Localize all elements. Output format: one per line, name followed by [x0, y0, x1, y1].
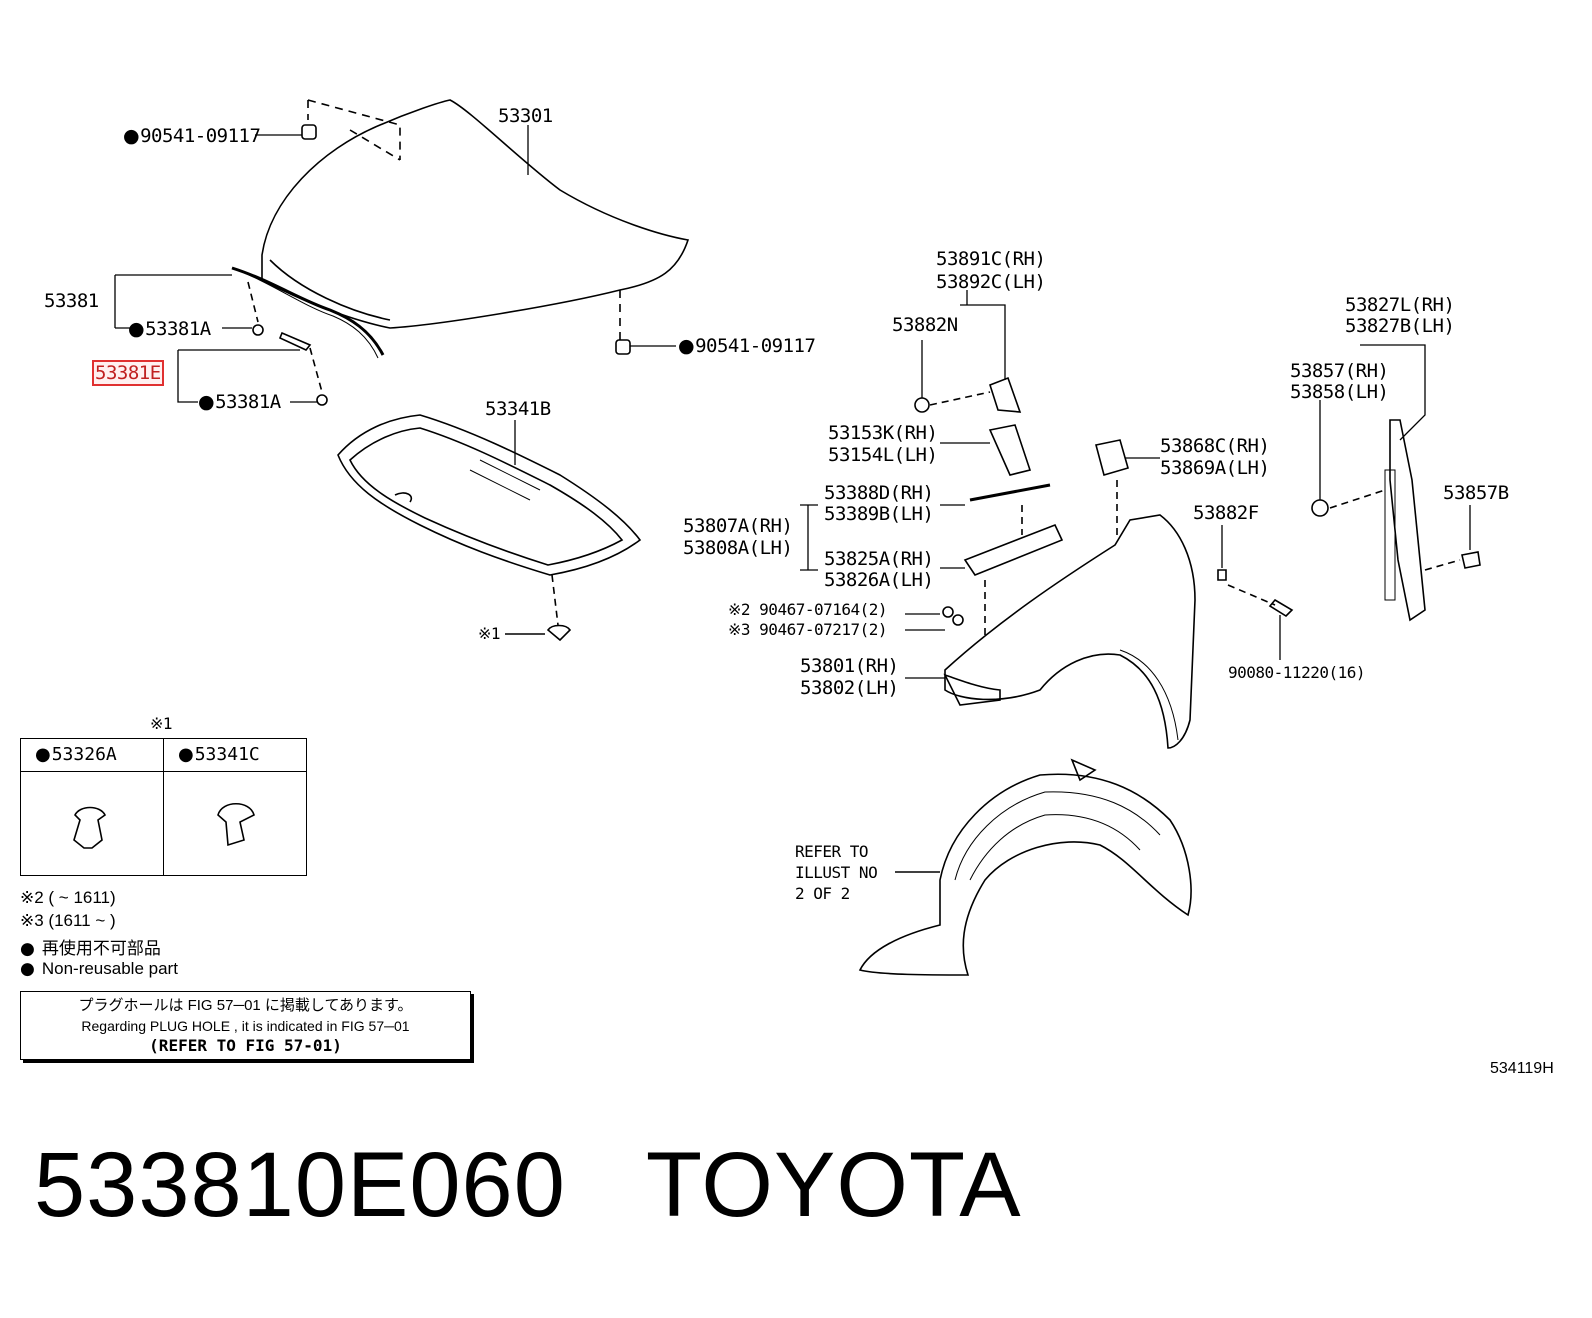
note-ref2: ※2 ( ~ 1611) [20, 888, 116, 907]
label-53869A: 53869A(LH) [1160, 457, 1270, 479]
legend-cell-header: 53341C [164, 739, 306, 772]
label-53827L: 53827L(RH) [1345, 294, 1455, 316]
label-53857: 53857(RH) [1290, 360, 1389, 382]
hood-insulator-drawing [337, 414, 642, 642]
hood-drawing [261, 99, 690, 340]
leader-lines-right [800, 290, 1471, 679]
illustration-code: 534119H [1490, 1060, 1554, 1077]
note-non-reusable-en: Non-reusable part [20, 959, 178, 979]
label-refer-to: REFER TO [795, 842, 869, 861]
label-90467-07164: ※2 90467-07164(2) [728, 600, 888, 619]
label-90467-07217: ※3 90467-07217(2) [728, 620, 888, 639]
label-text: 53381A [145, 318, 211, 340]
label-53381E-highlighted[interactable]: 53381E [92, 360, 164, 386]
label-53827B: 53827B(LH) [1345, 315, 1455, 337]
legend-cell-53326A: 53326A [21, 739, 164, 875]
legend-cell-text: 53341C [194, 744, 260, 765]
legend-table: 53326A 53341C [20, 738, 307, 876]
plug-hole-note: プラグホールは FIG 57─01 に掲載してあります。 Regarding P… [20, 991, 471, 1060]
label-90541-mid: 90541-09117 [678, 335, 816, 357]
label-2-of-2: 2 OF 2 [795, 884, 850, 903]
label-90541-top: 90541-09117 [123, 125, 261, 147]
note-non-reusable-jp: 再使用不可部品 [20, 934, 161, 959]
label-53301: 53301 [498, 105, 553, 127]
label-53802: 53802(LH) [800, 677, 899, 699]
label-53882N: 53882N [892, 314, 958, 336]
label-53807A: 53807A(RH) [683, 515, 793, 537]
label-53892C: 53892C(LH) [936, 271, 1046, 293]
plug-hole-note-ref: (REFER TO FIG 57-01) [149, 1036, 342, 1055]
label-53381A-upper: 53381A [128, 318, 211, 340]
caption: 533810E060 TOYOTA [34, 1130, 1022, 1240]
label-53858: 53858(LH) [1290, 381, 1389, 403]
plug-hole-note-en: Regarding PLUG HOLE , it is indicated in… [81, 1018, 410, 1034]
legend-marker: ※1 [150, 714, 173, 733]
label-53153K: 53153K(RH) [828, 422, 938, 444]
fender-seal-drawing [1311, 419, 1481, 622]
label-53389B: 53389B(LH) [824, 503, 934, 525]
label-53882F: 53882F [1193, 502, 1259, 524]
label-53808A: 53808A(LH) [683, 537, 793, 559]
hood-seal-drawing [231, 124, 631, 406]
label-90080: 90080-11220(16) [1228, 663, 1366, 682]
label-text: 90541-09117 [140, 125, 261, 147]
caption-brand: TOYOTA [645, 1134, 1022, 1236]
label-53381: 53381 [44, 290, 99, 312]
note-text: Non-reusable part [41, 959, 178, 978]
caption-part-number: 533810E060 [34, 1134, 566, 1236]
label-53868C: 53868C(RH) [1160, 435, 1270, 457]
legend-cell-text: 53326A [51, 744, 117, 765]
label-53826A: 53826A(LH) [824, 569, 934, 591]
legend-cell-53341C: 53341C [164, 739, 306, 875]
label-illust-no: ILLUST NO [795, 863, 878, 882]
leader-lines-left [114, 125, 676, 465]
plug-hole-note-jp: プラグホールは FIG 57─01 に掲載してあります。 [78, 997, 413, 1014]
label-ref1: ※1 [478, 624, 501, 643]
label-53154L: 53154L(LH) [828, 444, 938, 466]
legend-clip-drawings [73, 802, 255, 849]
label-53857B: 53857B [1443, 482, 1509, 504]
label-text: 53381A [215, 391, 281, 413]
label-53891C: 53891C(RH) [936, 248, 1046, 270]
label-53825A: 53825A(RH) [824, 548, 934, 570]
label-53801: 53801(RH) [800, 655, 899, 677]
label-53381A-lower: 53381A [198, 391, 281, 413]
fender-drawing [914, 376, 1294, 749]
legend-cell-header: 53326A [21, 739, 163, 772]
note-ref3: ※3 (1611 ~ ) [20, 911, 116, 930]
note-text: 再使用不可部品 [41, 939, 161, 958]
label-text: 90541-09117 [695, 335, 816, 357]
label-53388D: 53388D(RH) [824, 482, 934, 504]
label-53341B: 53341B [485, 398, 551, 420]
fender-liner-drawing [858, 758, 1192, 976]
